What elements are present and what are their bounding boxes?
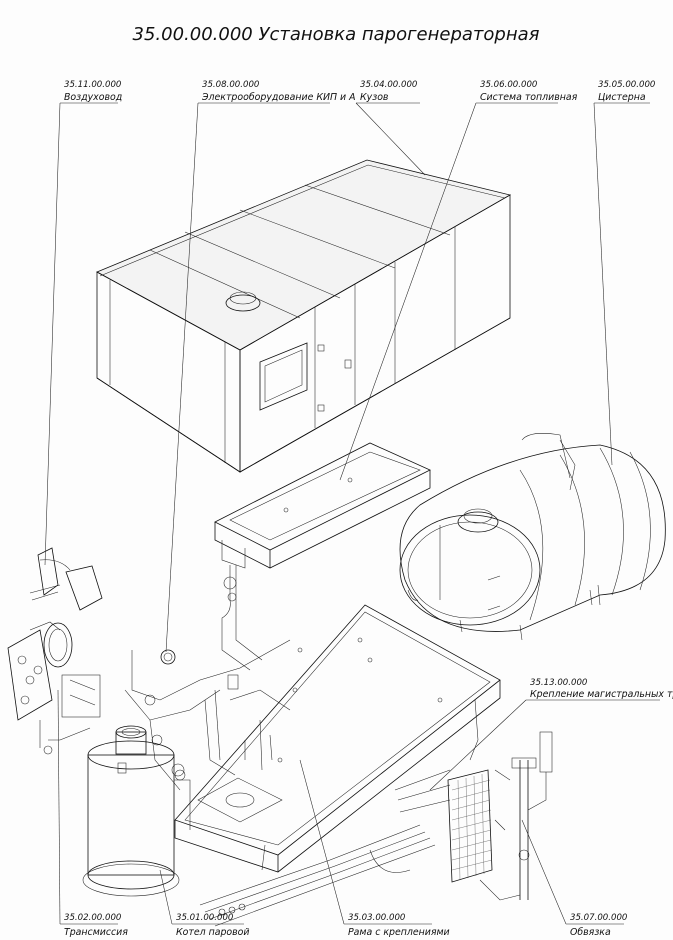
- callout-transmissiya: 35.02.00.000 Трансмиссия: [64, 913, 128, 938]
- tank-drawing: [399, 433, 666, 641]
- callout-code: 35.05.00.000: [598, 80, 656, 90]
- callout-name: Цистерна: [598, 92, 646, 103]
- callout-name: Трансмиссия: [64, 927, 128, 938]
- callout-toplivo: 35.06.00.000 Система топливная: [480, 80, 578, 103]
- callout-kuzov: 35.04.00.000 Кузов: [360, 80, 418, 103]
- callout-name: Кузов: [360, 92, 389, 103]
- transmission-drawing: [7, 621, 101, 755]
- callout-kotel: 35.01.00.000 Котел паровой: [176, 913, 250, 938]
- fuel-system-drawing: [214, 442, 431, 671]
- callout-rama: 35.03.00.000 Рама с креплениями: [348, 913, 450, 938]
- callout-name: Система топливная: [480, 92, 578, 103]
- callout-code: 35.02.00.000: [64, 913, 122, 923]
- callout-code: 35.01.00.000: [176, 913, 234, 923]
- callout-name: Крепление магистральных труб: [530, 689, 673, 700]
- callout-kreplenie: 35.13.00.000 Крепление магистральных тру…: [530, 678, 673, 700]
- callout-leaders: [44, 102, 660, 925]
- callout-code: 35.11.00.000: [64, 80, 122, 90]
- callout-name: Воздуховод: [64, 92, 122, 103]
- callout-code: 35.08.00.000: [202, 80, 260, 90]
- callout-elektro: 35.08.00.000 Электрооборудование КИП и А: [201, 80, 356, 103]
- callout-code: 35.07.00.000: [570, 913, 628, 923]
- boiler-drawing: [82, 725, 191, 897]
- callout-name: Рама с креплениями: [348, 927, 450, 938]
- callout-obvyazka: 35.07.00.000 Обвязка: [570, 913, 628, 938]
- callout-name: Котел паровой: [176, 927, 250, 938]
- body-enclosure-drawing: [96, 159, 512, 473]
- frame-drawing: [174, 604, 501, 873]
- air-duct-drawing: [29, 547, 103, 611]
- callout-code: 35.13.00.000: [530, 678, 588, 688]
- callout-cisterna: 35.05.00.000 Цистерна: [598, 80, 656, 103]
- piping-electrical-drawing: [124, 639, 291, 791]
- pipe-support-drawing: [199, 731, 553, 927]
- drawing-title: 35.00.00.000 Установка парогенераторная: [133, 24, 540, 45]
- callout-code: 35.04.00.000: [360, 80, 418, 90]
- callout-name: Обвязка: [570, 927, 611, 938]
- callout-code: 35.03.00.000: [348, 913, 406, 923]
- callout-code: 35.06.00.000: [480, 80, 538, 90]
- callout-vozduhovod: 35.11.00.000 Воздуховод: [64, 80, 122, 103]
- callout-name: Электрооборудование КИП и А: [201, 92, 356, 103]
